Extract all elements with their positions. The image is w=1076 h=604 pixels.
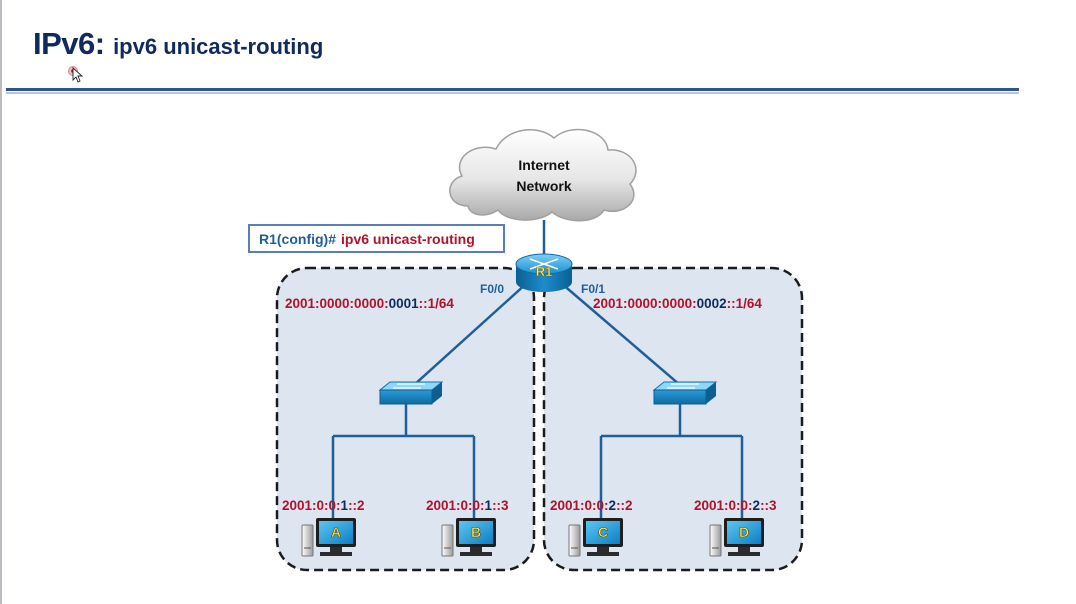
computer-b-icon — [441, 518, 496, 557]
link-switch-right-hosts — [599, 400, 744, 518]
computer-c-icon — [568, 518, 623, 557]
cloud-label-line2: Network — [516, 178, 571, 194]
network-address-left: 2001:0000:0000:0001::1/64 — [285, 296, 454, 311]
network-address-right: 2001:0000:0000:0002::1/64 — [593, 296, 762, 311]
interface-label-right: F0/1 — [581, 282, 605, 296]
link-switch-left-hosts — [331, 400, 476, 518]
link-router-switch-right — [560, 282, 681, 386]
page-title: IPv6: ipv6 unicast-routing — [33, 26, 323, 62]
title-prefix: IPv6: — [33, 26, 105, 61]
lan-right-area — [542, 266, 804, 572]
computer-d-icon — [709, 518, 764, 557]
internet-cloud-icon — [449, 128, 637, 222]
computer-a-icon — [301, 518, 356, 557]
router-label: R1 — [536, 264, 553, 279]
interface-label-left: F0/0 — [480, 282, 504, 296]
host-label-d: D — [739, 524, 749, 540]
host-label-b: B — [471, 524, 481, 540]
config-prompt: R1(config)# — [259, 231, 336, 247]
network-links — [331, 220, 744, 518]
host-label-a: A — [331, 524, 341, 540]
switch-left-icon — [378, 381, 444, 405]
mouse-pointer-icon — [68, 66, 84, 83]
config-command-box — [248, 224, 505, 253]
host-address-a: 2001:0:0:1::2 — [282, 498, 365, 513]
host-address-b: 2001:0:0:1::3 — [426, 498, 509, 513]
host-address-c: 2001:0:0:2::2 — [550, 498, 633, 513]
title-command: ipv6 unicast-routing — [113, 34, 324, 59]
config-command: ipv6 unicast-routing — [341, 231, 475, 247]
link-router-switch-left — [413, 282, 528, 386]
title-divider-shadow — [6, 92, 1019, 94]
config-command-text: R1(config)# ipv6 unicast-routing — [259, 231, 475, 247]
switch-right-icon — [652, 381, 718, 405]
router-icon — [515, 253, 573, 292]
left-window-edge — [0, 0, 2, 604]
host-label-c: C — [598, 524, 608, 540]
cloud-label-line1: Internet — [518, 157, 570, 173]
host-address-d: 2001:0:0:2::3 — [694, 498, 777, 513]
title-divider — [6, 88, 1019, 91]
